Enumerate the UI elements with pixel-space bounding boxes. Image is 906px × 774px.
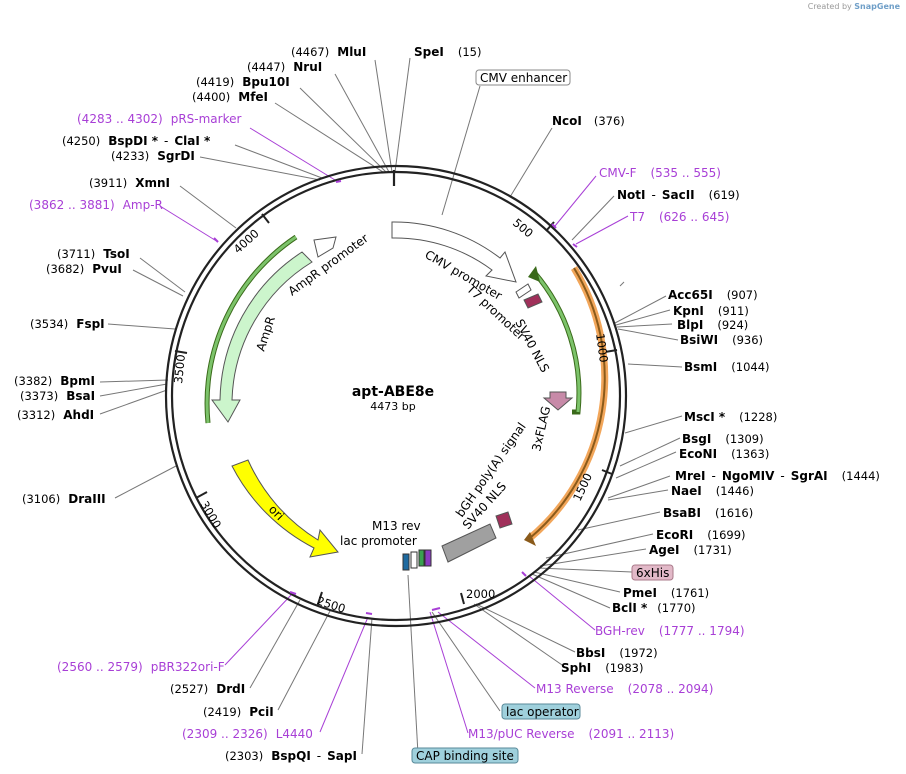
- backbone-ring: [164, 164, 628, 628]
- enzyme-nrui: (4447)NruI: [247, 60, 322, 74]
- lac-element-1: [402, 553, 410, 571]
- cmv-enhancer-label: CMV enhancer: [480, 71, 567, 85]
- enzyme-bsabi: BsaBI(1616): [663, 506, 753, 520]
- plasmid-name: apt-ABE8e: [352, 384, 434, 400]
- enzyme-pvui: (3682)PvuI: [46, 262, 122, 276]
- lac-element-2: [410, 551, 418, 569]
- primer-prs-marker: (4283 .. 4302)pRS-marker: [77, 112, 241, 126]
- enzyme-bcli: BclI *(1770): [612, 601, 696, 615]
- enzyme-kpni: KpnI(911): [673, 304, 749, 318]
- tick-3000: 3000: [197, 499, 224, 531]
- tick-1000: 1000: [593, 332, 611, 363]
- enzyme-labels: SpeI(15) NcoI(376) NotI-SacII(619) Acc65…: [14, 45, 880, 763]
- enzyme-mfei: (4400)MfeI: [192, 90, 268, 104]
- cap-binding-box: [411, 747, 519, 764]
- feature-arrows: [204, 221, 609, 571]
- enzyme-bsai: (3373)BsaI: [20, 389, 95, 403]
- primer-cmv-f: CMV-F(535 .. 555): [599, 166, 721, 180]
- credit-brand: SnapGene: [854, 2, 900, 11]
- enzyme-bspdi-clai: (4250)BspDI *-ClaI *: [62, 134, 211, 148]
- primer-bgh-rev: BGH-rev(1777 .. 1794): [595, 624, 745, 638]
- enzyme-bsgi: BsgI(1309): [682, 432, 764, 446]
- enzyme-bsmi: BsmI(1044): [684, 360, 770, 374]
- primer-amp-r: (3862 .. 3881)Amp-R: [29, 198, 163, 212]
- enzyme-sphi: SphI(1983): [561, 661, 644, 675]
- tick-1500: 1500: [570, 471, 595, 503]
- enzyme-mlui: (4467)MluI: [291, 45, 366, 59]
- flag-arrow: [542, 391, 574, 411]
- enzyme-fspi: (3534)FspI: [30, 317, 105, 331]
- enzyme-bbsi: BbsI(1972): [576, 646, 658, 660]
- ampr-promoter-arrow: [313, 236, 337, 258]
- enzyme-naei: NaeI(1446): [671, 484, 754, 498]
- cmv-promoter-arrow: [391, 221, 517, 283]
- primer-m13-reverse: M13 Reverse(2078 .. 2094): [536, 682, 713, 696]
- enzyme-bpu10i: (4419)Bpu10I: [196, 75, 290, 89]
- green-orf-head: [528, 266, 540, 282]
- enzyme-bspqi-sapi: (2303)BspQI-SapI: [225, 749, 357, 763]
- primer-t7: T7(626 .. 645): [629, 210, 729, 224]
- credit-prefix: Created by: [807, 2, 852, 11]
- ampr-label: AmpR: [254, 314, 278, 352]
- primer-pbr322ori-f: (2560 .. 2579)pBR322ori-F: [57, 660, 225, 674]
- cap-binding-label: CAP binding site: [416, 749, 514, 763]
- plasmid-length: 4473 bp: [370, 400, 415, 413]
- primer-m13-puc-reverse: M13/pUC Reverse(2091 .. 2113): [468, 727, 674, 741]
- sv40-nls-arrow-top: [523, 293, 543, 309]
- lac-operator-box: [501, 703, 581, 720]
- sv40-nls-label-top: SV40 NLS: [512, 317, 552, 375]
- enzyme-xmni: (3911)XmnI: [89, 176, 170, 190]
- center-title: apt-ABE8e 4473 bp: [352, 384, 434, 413]
- enzyme-pmei: PmeI(1761): [623, 586, 709, 600]
- enzyme-drdi: (2527)DrdI: [170, 682, 245, 696]
- tick-3500: 3500: [171, 354, 188, 385]
- sv40-nls-arrow-bottom: [495, 511, 513, 529]
- ampr-arrow: [211, 251, 313, 423]
- t7-promoter-arrow: [515, 283, 532, 299]
- enzyme-mrei-ngomiv-sgrai: MreI-NgoMIV-SgrAI(1444): [675, 469, 880, 483]
- flag-label: 3xFLAG: [529, 405, 553, 453]
- enzyme-sgrdi: (4233)SgrDI: [111, 149, 195, 163]
- enzyme-ecori: EcoRI(1699): [656, 528, 746, 542]
- primer-labels: CMV-F(535 .. 555) T7(626 .. 645) BGH-rev…: [29, 112, 745, 741]
- his-tag-box: [631, 564, 674, 581]
- m13-rev-label: M13 rev: [372, 519, 421, 533]
- enzyme-blpi: BlpI(924): [677, 318, 748, 332]
- enzyme-noti-sacii: NotI-SacII(619): [617, 188, 740, 202]
- lac-operator-label: lac operator: [506, 705, 579, 719]
- enzyme-msci: MscI *(1228): [684, 410, 777, 424]
- enzyme-econi: EcoNI(1363): [679, 447, 769, 461]
- his-tag-label: 6xHis: [636, 566, 669, 580]
- lac-element-4: [424, 549, 432, 567]
- tick-2000: 2000: [466, 587, 495, 601]
- enzyme-ahdi: (3312)AhdI: [17, 408, 94, 422]
- enzyme-ncoi: NcoI(376): [552, 114, 625, 128]
- enzyme-agei: AgeI(1731): [649, 543, 732, 557]
- orange-orf-head: [524, 532, 536, 546]
- enzyme-tsoi: (3711)TsoI: [57, 247, 130, 261]
- primer-marks: [213, 180, 578, 615]
- lac-element-3: [418, 549, 425, 567]
- enzyme-bsiwi: BsiWI(936): [680, 333, 763, 347]
- enzyme-draiii: (3106)DraIII: [22, 492, 106, 506]
- snapgene-credit: Created by SnapGene: [808, 2, 900, 11]
- leader-lines: [99, 57, 683, 755]
- primer-l4440: (2309 .. 2326)L4440: [182, 727, 313, 741]
- ori-arrow: [231, 459, 339, 558]
- enzyme-spei: SpeI(15): [414, 45, 481, 59]
- enzyme-acc65i: Acc65I(907): [668, 288, 758, 302]
- enzyme-bpmi: (3382)BpmI: [14, 374, 95, 388]
- cmv-enhancer-box: [475, 69, 571, 86]
- polya-signal: [441, 523, 497, 563]
- boxed-features: CMV enhancer 6xHis lac operator CAP bind…: [411, 69, 674, 764]
- lac-promoter-label: lac promoter: [340, 534, 417, 548]
- enzyme-pcii: (2419)PciI: [203, 705, 274, 719]
